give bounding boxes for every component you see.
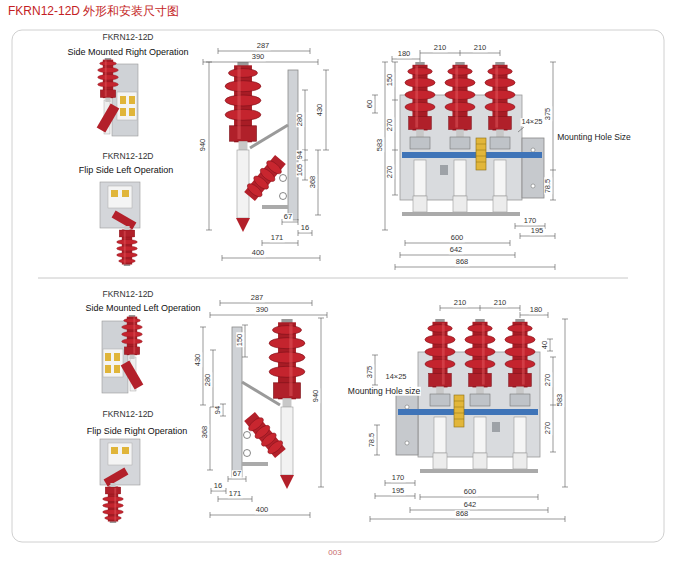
- dimension-label: 868: [455, 510, 470, 518]
- model-name: FKRN12-12D: [102, 290, 153, 299]
- dimension-label: 940: [312, 389, 320, 404]
- caption-text: Side Mounted Right Operation: [67, 48, 188, 57]
- dimension-label: 170: [523, 217, 538, 225]
- dimension-label: 78.5: [544, 178, 552, 195]
- dimension-label: 368: [201, 425, 209, 440]
- page-title: FKRN12-12D 外形和安装尺寸图: [8, 5, 179, 18]
- dimension-label: 600: [463, 488, 478, 496]
- dimension-label: 195: [530, 227, 545, 235]
- note-label: Mounting Hole Size: [556, 133, 632, 142]
- dimension-label: 16: [300, 224, 310, 232]
- dimension-label: 94: [296, 150, 304, 160]
- dimension-label: 171: [270, 234, 285, 242]
- dimension-label: 210: [473, 44, 488, 52]
- dimension-label: 375: [544, 107, 552, 122]
- dimension-label: 430: [194, 353, 202, 368]
- dimension-label: 14×25: [384, 373, 407, 381]
- dimension-label: 287: [256, 42, 271, 50]
- dimension-label: 375: [366, 365, 374, 380]
- page-number: 003: [328, 549, 341, 557]
- dimension-label: 583: [556, 393, 564, 408]
- dimension-label: 430: [316, 103, 324, 118]
- dimension-label: 642: [463, 501, 478, 509]
- dimension-label: 400: [255, 506, 270, 514]
- model-name: FKRN12-12D: [102, 410, 153, 419]
- dimension-label: 270: [386, 118, 394, 133]
- dimension-label: 40: [541, 340, 549, 350]
- caption-text: Flip Side Right Operation: [87, 427, 188, 436]
- dimension-label: 583: [376, 138, 384, 153]
- dimension-label: 60: [366, 99, 374, 109]
- dimension-label: 195: [391, 487, 406, 495]
- model-name: FKRN12-12D: [102, 33, 153, 42]
- dimension-label: 170: [391, 474, 406, 482]
- note-label: Mounting Hole size: [347, 387, 421, 396]
- dimension-label: 16: [213, 482, 223, 490]
- dimension-label: 868: [455, 258, 470, 266]
- dimension-label: 280: [204, 373, 212, 388]
- dimension-label: 287: [250, 294, 265, 302]
- dimension-label: 270: [386, 165, 394, 180]
- dimension-label: 94: [214, 405, 222, 415]
- dimension-label: 270: [544, 421, 552, 436]
- dimension-label: 270: [544, 373, 552, 388]
- dimension-label: 67: [283, 213, 293, 221]
- dimension-label: 171: [228, 490, 243, 498]
- dimension-label: 940: [199, 138, 207, 153]
- dimension-label: 210: [453, 299, 468, 307]
- model-name: FKRN12-12D: [102, 152, 153, 161]
- dimension-label: 14×25: [520, 118, 543, 126]
- dimension-label: 600: [450, 234, 465, 242]
- dimension-label: 400: [251, 249, 266, 257]
- dimension-label: 280: [296, 113, 304, 128]
- caption-text: Side Mounted Left Operation: [85, 304, 200, 313]
- dimension-label: 642: [449, 246, 464, 254]
- dimension-label: 368: [309, 175, 317, 190]
- caption-text: Flip Side Left Operation: [79, 166, 174, 175]
- dimension-label: 105: [296, 163, 304, 178]
- dimension-label: 150: [386, 73, 394, 88]
- dimension-label: 67: [232, 470, 242, 478]
- dimension-label: 210: [493, 299, 508, 307]
- dimension-label: 78.5: [368, 432, 376, 449]
- dimension-label: 150: [236, 333, 244, 348]
- dimension-label: 390: [255, 306, 270, 314]
- dimension-label: 180: [397, 50, 412, 58]
- dimension-label: 210: [433, 44, 448, 52]
- dimension-label: 180: [529, 306, 544, 314]
- dimension-label: 390: [251, 53, 266, 61]
